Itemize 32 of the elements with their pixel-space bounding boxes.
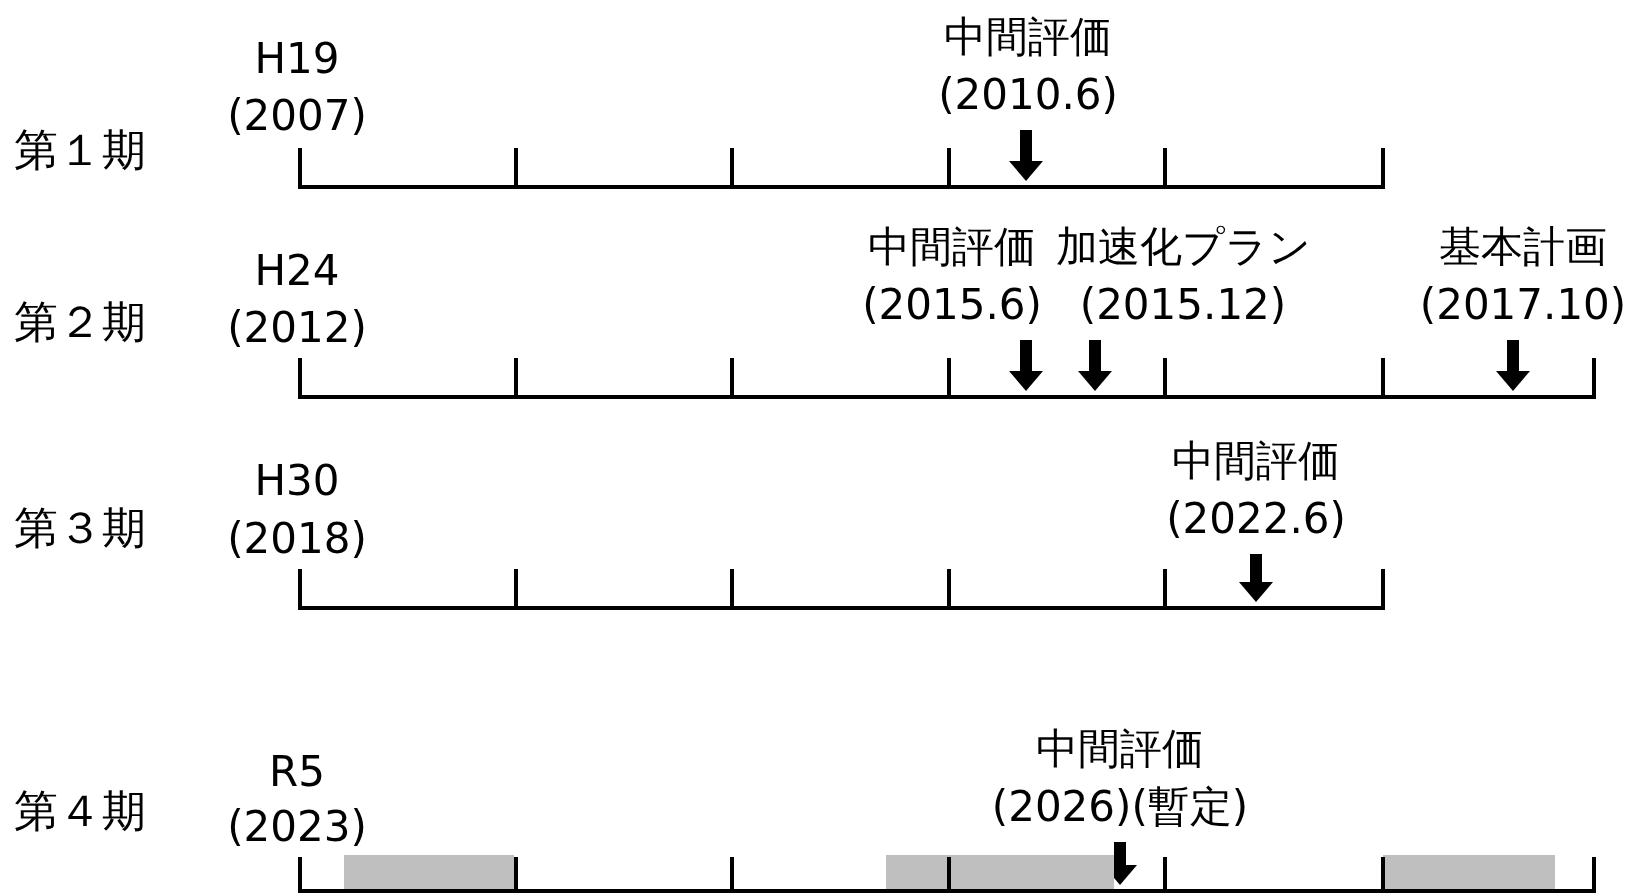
start-year-label: (2007) bbox=[227, 90, 367, 142]
shaded-period-bar bbox=[344, 855, 514, 891]
period-label: 第２期 bbox=[14, 295, 146, 349]
event-title: 基本計画 bbox=[1439, 221, 1607, 273]
event-date: (2022.6) bbox=[1166, 493, 1346, 545]
start-year-label: (2018) bbox=[227, 513, 367, 565]
shaded-period-bar bbox=[1383, 855, 1555, 891]
down-arrow bbox=[1078, 340, 1112, 391]
period-label: 第１期 bbox=[14, 123, 146, 177]
event-date: (2017.10) bbox=[1419, 279, 1627, 331]
era-year-label: H30 bbox=[254, 455, 340, 507]
down-arrow bbox=[1496, 340, 1530, 391]
era-year-label: H19 bbox=[254, 33, 340, 85]
era-year-label: R5 bbox=[269, 746, 325, 798]
event-date: (2010.6) bbox=[938, 69, 1118, 121]
start-year-label: (2012) bbox=[227, 302, 367, 354]
period-label: 第３期 bbox=[14, 501, 146, 555]
event-date: (2015.6) bbox=[862, 279, 1042, 331]
event-title: 中間評価 bbox=[868, 221, 1036, 273]
down-arrow bbox=[1239, 554, 1273, 602]
period-label: 第４期 bbox=[14, 784, 146, 838]
era-year-label: H24 bbox=[254, 245, 340, 297]
event-title: 中間評価 bbox=[1172, 435, 1340, 487]
down-arrow bbox=[1009, 340, 1043, 391]
event-title: 中間評価 bbox=[1036, 723, 1204, 775]
event-title: 中間評価 bbox=[944, 11, 1112, 63]
event-date: (2015.12) bbox=[1079, 279, 1287, 331]
start-year-label: (2023) bbox=[227, 801, 367, 853]
shaded-period-bar bbox=[886, 855, 1114, 891]
event-title: 加速化プラン bbox=[1055, 221, 1311, 273]
event-date: (2026)(暫定) bbox=[991, 781, 1249, 833]
down-arrow bbox=[1009, 130, 1043, 181]
